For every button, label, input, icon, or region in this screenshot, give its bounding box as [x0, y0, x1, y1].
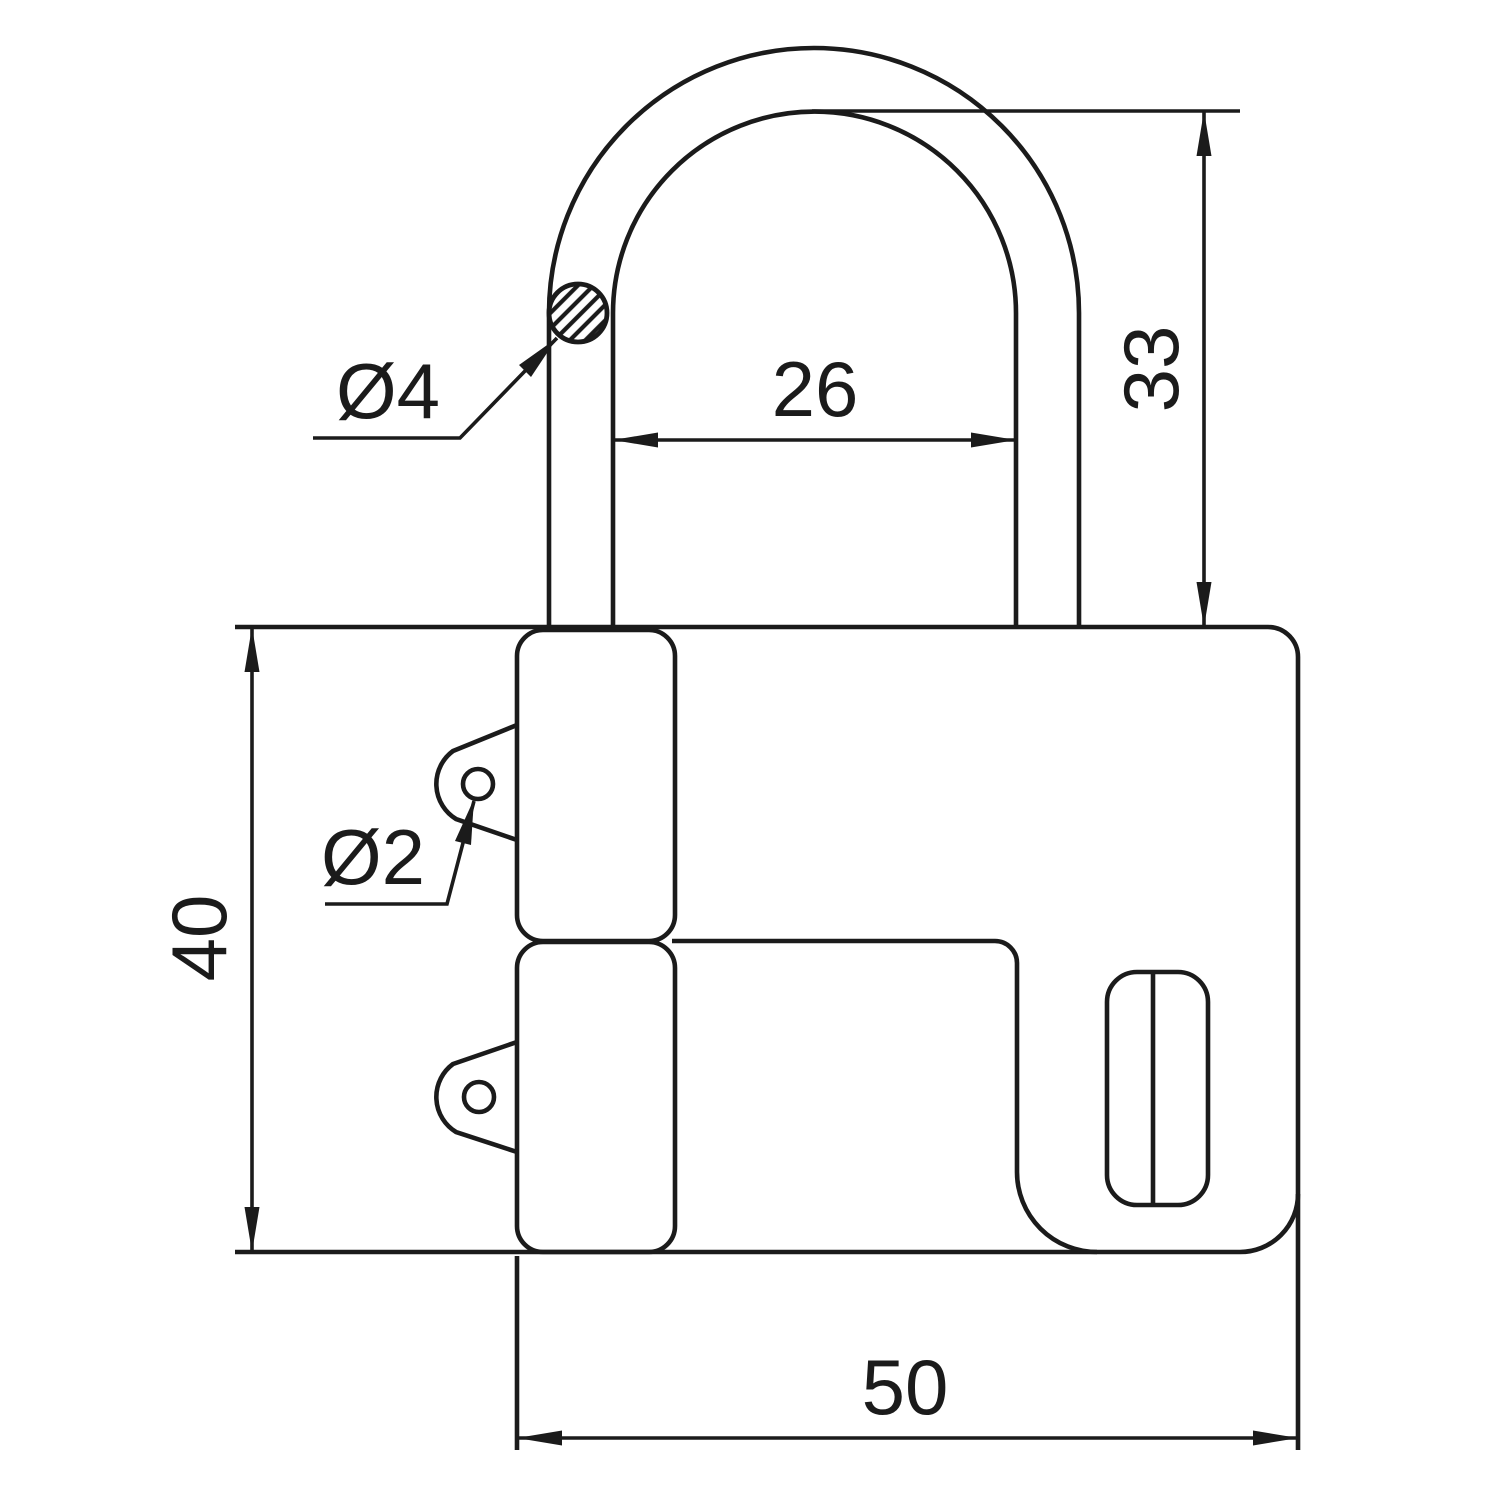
lug-lower-hole	[461, 1079, 497, 1115]
shackle-outline	[546, 45, 1082, 627]
leader-dia4: Ø4	[313, 336, 559, 440]
mounting-lugs	[434, 722, 518, 1155]
pill-top	[514, 627, 678, 944]
slot-outline	[1104, 969, 1211, 1208]
dim-label-26: 26	[772, 345, 859, 433]
dimension-33: 33	[812, 109, 1240, 627]
leader-arrow-dia2	[455, 799, 474, 845]
leader-dia2: Ø2	[321, 799, 476, 906]
body-bottom-right-corner	[1239, 1193, 1301, 1255]
arrow-40-bottom	[244, 1207, 260, 1252]
dim-label-40: 40	[155, 895, 243, 982]
body-inner-cutout	[672, 938, 1098, 1255]
leader-arrow-dia4	[519, 338, 557, 377]
shackle-outer-arc	[546, 45, 1082, 627]
lug-upper	[434, 722, 518, 843]
body-outline	[235, 624, 1301, 1450]
wire-section-circle	[546, 281, 610, 345]
arrow-33-top	[1196, 111, 1212, 156]
body-top-right-edge	[235, 624, 1301, 1450]
body-pills	[514, 627, 678, 1255]
arrow-50-left	[517, 1430, 562, 1446]
dimension-40: 40	[155, 627, 260, 1252]
dim-label-dia4: Ø4	[336, 347, 440, 435]
arrow-26-right	[971, 432, 1016, 448]
dimension-26: 26	[613, 345, 1016, 448]
dim-label-33: 33	[1107, 326, 1195, 413]
arrow-26-left	[613, 432, 658, 448]
dim-label-50: 50	[862, 1343, 949, 1431]
dimension-50: 50	[517, 1343, 1298, 1446]
arrow-33-bottom	[1196, 582, 1212, 627]
pill-bottom	[514, 939, 678, 1255]
arrow-50-right	[1253, 1430, 1298, 1446]
leader-line-dia4	[313, 336, 559, 440]
dim-label-dia2: Ø2	[321, 813, 425, 901]
lug-lower	[434, 1039, 518, 1155]
lug-upper-hole	[460, 766, 496, 802]
arrow-40-top	[244, 627, 260, 672]
